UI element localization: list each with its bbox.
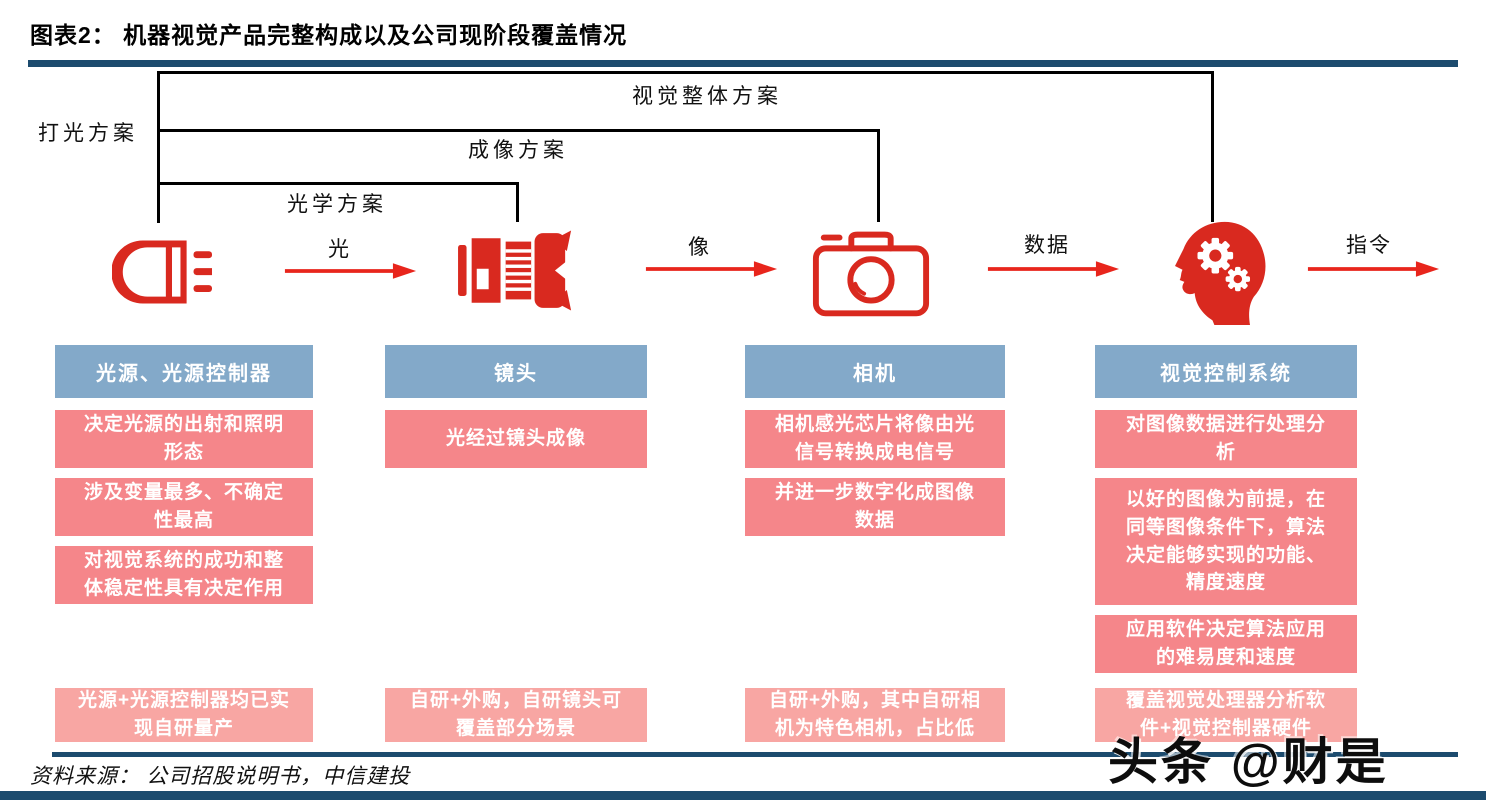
bottom-bar (0, 791, 1486, 800)
arrow-light (284, 263, 417, 279)
note-box: 光经过镜头成像 (385, 410, 647, 468)
camera-lens-icon (458, 230, 572, 311)
note-box: 并进一步数字化成图像 数据 (745, 478, 1005, 536)
flow-label-image: 像 (688, 235, 711, 259)
bracket-overall-drop (1211, 71, 1214, 222)
bracket-imaging-drop (877, 129, 880, 222)
coverage-box: 自研+外购，其中自研相 机为特色相机，占比低 (745, 688, 1005, 742)
coverage-box: 覆盖视觉处理器分析软 件+视觉控制器硬件 (1095, 688, 1357, 742)
note-box: 对视觉系统的成功和整 体稳定性具有决定作用 (55, 546, 313, 604)
gear-large-icon (1197, 237, 1234, 274)
watermark-toutiao: 头条 @财是 (1108, 734, 1389, 790)
coverage-box: 光源+光源控制器均已实 现自研量产 (55, 688, 313, 742)
flow-label-data: 数据 (1024, 233, 1070, 257)
label-overall-vision-scheme: 视觉整体方案 (632, 84, 782, 108)
gear-small-icon (1225, 266, 1250, 292)
flow-label-light: 光 (328, 237, 351, 261)
header-light-source: 光源、光源控制器 (55, 345, 313, 398)
arrow-command (1307, 261, 1440, 277)
arrow-image (645, 261, 778, 277)
bracket-left-vertical (157, 71, 160, 223)
coverage-box: 自研+外购，自研镜头可 覆盖部分场景 (385, 688, 647, 742)
note-box: 应用软件决定算法应用 的难易度和速度 (1095, 615, 1357, 673)
camera-icon (812, 231, 930, 317)
note-box: 相机感光芯片将像由光 信号转换成电信号 (745, 410, 1005, 468)
note-box: 涉及变量最多、不确定 性最高 (55, 478, 313, 536)
note-box: 以好的图像为前提，在 同等图像条件下，算法 决定能够实现的功能、 精度速度 (1095, 478, 1357, 605)
bracket-overall-line (157, 71, 1214, 74)
header-lens: 镜头 (385, 345, 647, 398)
label-optical-scheme: 光学方案 (287, 192, 387, 216)
label-imaging-scheme: 成像方案 (468, 138, 568, 162)
flow-label-command: 指令 (1346, 233, 1392, 257)
brain-gears-icon (1175, 221, 1266, 325)
title-divider-line (28, 60, 1458, 67)
note-box: 对图像数据进行处理分 析 (1095, 410, 1357, 468)
footer-divider-line (52, 752, 1458, 757)
bracket-optical-drop (516, 182, 519, 222)
header-vision-control: 视觉控制系统 (1095, 345, 1357, 398)
source-note: 资料来源： 公司招股说明书，中信建投 (30, 764, 411, 788)
light-source-icon (112, 240, 212, 304)
arrow-data (987, 261, 1120, 277)
bracket-imaging-line (157, 129, 880, 132)
header-camera: 相机 (745, 345, 1005, 398)
note-box: 决定光源的出射和照明 形态 (55, 410, 313, 468)
figure-title: 图表2： 机器视觉产品完整构成以及公司现阶段覆盖情况 (30, 22, 628, 48)
label-lighting-scheme: 打光方案 (38, 121, 138, 145)
bracket-optical-line (157, 182, 519, 185)
